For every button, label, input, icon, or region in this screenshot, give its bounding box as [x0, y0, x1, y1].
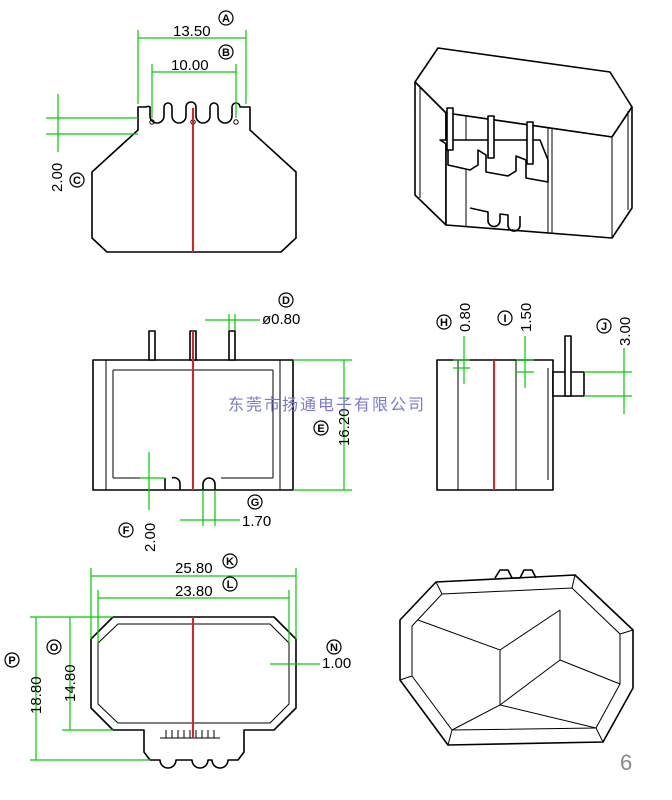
- label-k-icon: K: [222, 553, 238, 569]
- dim-n-value: 1.00: [322, 655, 351, 672]
- dim-a-value: 13.50: [173, 23, 211, 40]
- dim-b-value: 10.00: [171, 57, 209, 74]
- svg-text:A: A: [222, 13, 230, 25]
- label-o-icon: O: [46, 639, 62, 655]
- label-i-icon: I: [497, 310, 513, 326]
- svg-text:N: N: [330, 642, 338, 654]
- label-h-icon: H: [436, 314, 452, 330]
- dim-c-value: 2.00: [49, 163, 66, 192]
- dim-l-value: 23.80: [175, 583, 213, 600]
- svg-text:K: K: [226, 556, 234, 568]
- dim-j-value: 3.00: [617, 317, 634, 346]
- dim-h-value: 0.80: [457, 303, 474, 332]
- svg-text:G: G: [251, 497, 260, 509]
- dim-e-value: 16.20: [336, 408, 353, 446]
- label-b-icon: B: [218, 44, 234, 60]
- label-g-icon: G: [247, 494, 263, 510]
- dim-f-value: 2.00: [142, 523, 159, 552]
- svg-text:E: E: [317, 423, 324, 435]
- pin-rib: [160, 730, 220, 739]
- label-j-icon: J: [596, 318, 612, 334]
- company-watermark: 东莞市扬通电子有限公司: [228, 395, 426, 414]
- svg-text:J: J: [601, 321, 607, 333]
- label-c-icon: C: [69, 172, 85, 188]
- page-number: 6: [620, 750, 632, 775]
- dim-p-value: 18.80: [28, 676, 45, 714]
- label-e-icon: E: [313, 420, 329, 436]
- iso-view-top: [414, 47, 633, 239]
- dim-k-value: 25.80: [175, 560, 213, 577]
- label-n-icon: N: [326, 639, 342, 655]
- svg-text:O: O: [50, 642, 59, 654]
- label-l-icon: L: [222, 576, 238, 592]
- svg-text:F: F: [123, 525, 130, 537]
- dim-o-value: 14.80: [62, 664, 79, 702]
- dim-i-value: 1.50: [518, 303, 535, 332]
- front-view: [92, 314, 352, 526]
- dim-g-value: 1.70: [242, 513, 271, 530]
- dim-d-value: ø0.80: [262, 311, 300, 328]
- label-d-icon: D: [278, 292, 294, 308]
- top-view: [46, 30, 297, 253]
- svg-text:H: H: [440, 317, 448, 329]
- iso-view-bottom: [399, 569, 634, 746]
- bottom-view: [30, 568, 320, 769]
- label-p-icon: P: [4, 652, 20, 668]
- svg-text:I: I: [503, 313, 506, 325]
- svg-text:P: P: [8, 655, 15, 667]
- side-view: [436, 335, 632, 491]
- label-f-icon: F: [118, 522, 134, 538]
- svg-text:B: B: [222, 47, 230, 59]
- svg-text:C: C: [73, 175, 81, 187]
- label-a-icon: A: [218, 10, 234, 26]
- svg-text:L: L: [227, 579, 234, 591]
- svg-text:D: D: [282, 295, 290, 307]
